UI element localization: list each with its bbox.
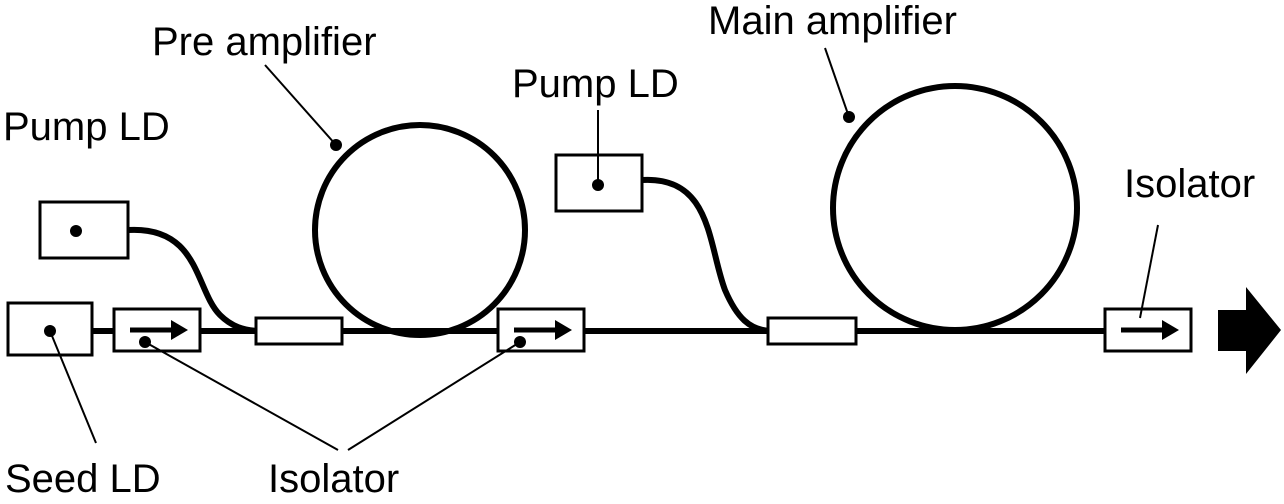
isolator-leader-bottom-1 (144, 341, 339, 451)
isolator-leader-right (1139, 224, 1159, 319)
main-amplifier-leader (824, 47, 850, 118)
label-isolator-right: Isolator (1124, 162, 1255, 206)
main-amplifier-coil (830, 83, 1080, 333)
coupler-box-2 (766, 316, 858, 346)
output-arrow-icon (1218, 287, 1281, 374)
label-main-amplifier: Main amplifier (708, 0, 957, 43)
label-seed-ld: Seed LD (5, 457, 161, 501)
isolator-arrow-icon-2 (514, 320, 572, 340)
label-isolator-bottom: Isolator (268, 457, 399, 501)
pre-amplifier-coil (312, 122, 528, 338)
seed-ld-leader (49, 330, 97, 444)
isolator-arrow-icon-3 (1121, 320, 1179, 340)
isolator-arrow-icon-1 (130, 320, 188, 340)
pump-ld-dot-left (70, 225, 82, 237)
pump-ld-box-left (38, 200, 130, 260)
pump-fiber-left (127, 226, 259, 334)
label-pump-ld-left: Pump LD (3, 105, 170, 149)
pre-amplifier-leader (264, 64, 337, 146)
label-pre-amplifier: Pre amplifier (152, 20, 377, 64)
isolator-leader-bottom-2 (347, 341, 521, 451)
label-pump-ld-right: Pump LD (512, 62, 679, 106)
pump-fiber-right (641, 176, 771, 334)
coupler-box-1 (254, 316, 344, 346)
